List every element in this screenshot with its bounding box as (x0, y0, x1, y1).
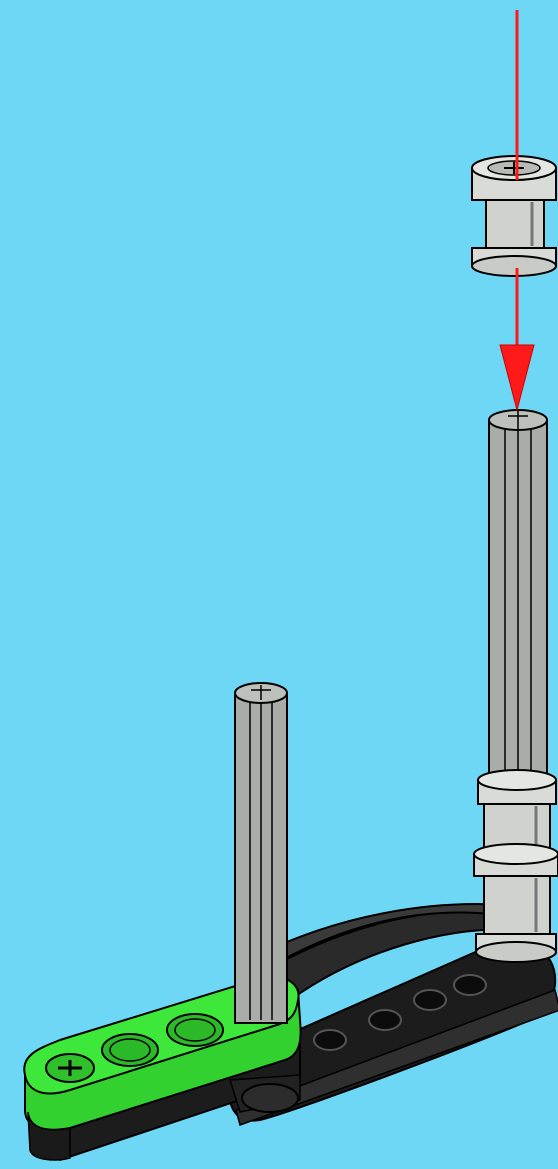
hole (314, 1030, 346, 1050)
hole (414, 990, 446, 1010)
hole (369, 1010, 401, 1030)
bushing-stack (474, 770, 558, 962)
tall-axle (489, 410, 547, 780)
short-axle (235, 683, 287, 1023)
bushing (472, 156, 556, 276)
cross-hole (46, 1054, 94, 1082)
arrow-head (500, 345, 534, 410)
hole (454, 975, 486, 995)
